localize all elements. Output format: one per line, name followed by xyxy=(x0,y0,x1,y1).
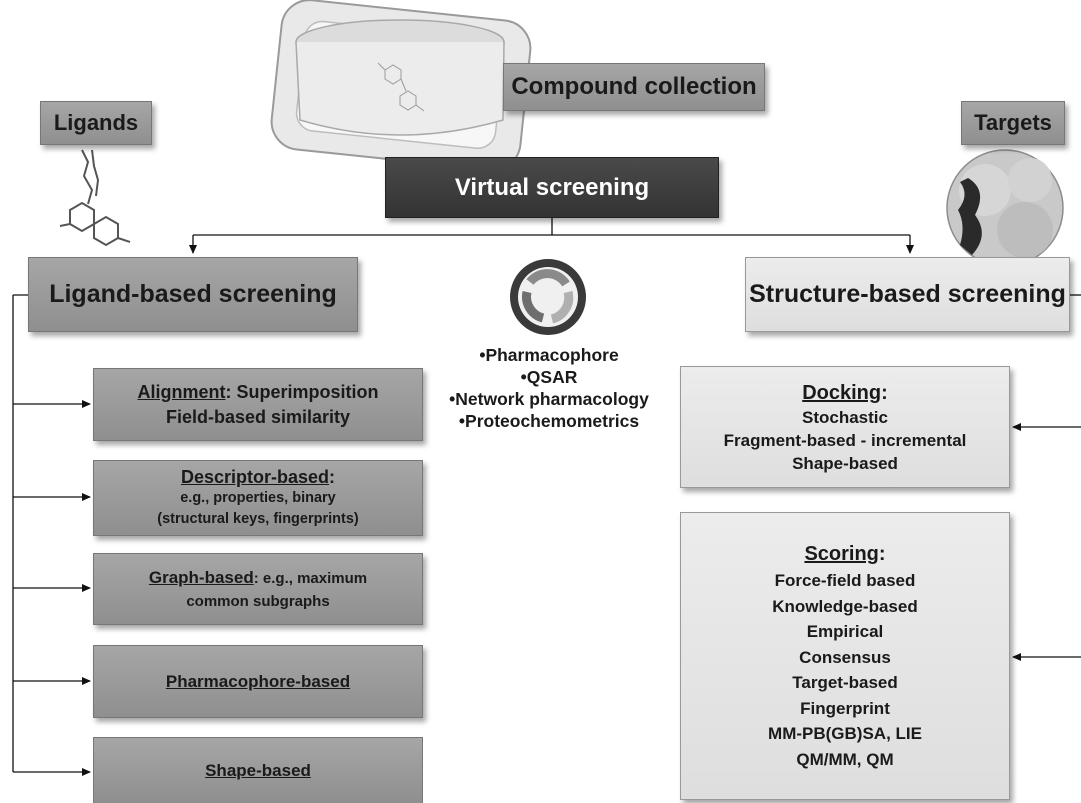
descriptor-title: Descriptor-based xyxy=(180,466,330,487)
alignment-title: Alignment xyxy=(137,381,226,402)
method-item: •Proteochemometrics xyxy=(458,411,640,431)
method-item: •QSAR xyxy=(520,367,578,387)
shape-box: Shape-based xyxy=(93,737,423,803)
ligand-molecule-illustration xyxy=(59,149,131,247)
targets-text: Targets xyxy=(974,110,1052,135)
ligands-label: Ligands xyxy=(40,101,152,145)
ligand-based-screening-text: Ligand-based screening xyxy=(49,280,337,308)
ligands-text: Ligands xyxy=(53,110,139,135)
compound-plate-illustration xyxy=(270,0,532,171)
ligand-based-screening-box: Ligand-based screening xyxy=(28,257,358,332)
alignment-line2: Field-based similarity xyxy=(165,406,351,427)
docking-item: Shape-based xyxy=(792,453,898,473)
scoring-item: MM-PB(GB)SA, LIE xyxy=(768,724,922,743)
alignment-box: Alignment: Superimposition Field-based s… xyxy=(93,368,423,441)
methods-list: •Pharmacophore •QSAR •Network pharmacolo… xyxy=(430,344,668,432)
structure-based-screening-text: Structure-based screening xyxy=(749,280,1066,308)
scoring-item: Target-based xyxy=(792,673,898,692)
method-item: •Pharmacophore xyxy=(479,345,619,365)
virtual-screening-text: Virtual screening xyxy=(454,173,650,201)
compound-collection-label: Compound collection xyxy=(503,63,765,111)
scoring-item: Force-field based xyxy=(774,571,916,590)
method-item: •Network pharmacology xyxy=(449,389,649,409)
scoring-title: Scoring xyxy=(804,543,879,565)
docking-item: Stochastic xyxy=(802,407,888,427)
docking-box: Docking: Stochastic Fragment-based - inc… xyxy=(680,366,1010,488)
pharmacophore-title: Pharmacophore-based xyxy=(165,671,351,691)
compound-collection-text: Compound collection xyxy=(511,73,757,100)
docking-item: Fragment-based - incremental xyxy=(723,430,967,450)
scoring-rest: : xyxy=(878,543,886,565)
scoring-item: Consensus xyxy=(799,647,891,667)
descriptor-box: Descriptor-based: e.g., properties, bina… xyxy=(93,460,423,536)
pharmacophore-box: Pharmacophore-based xyxy=(93,645,423,718)
protein-surface-illustration xyxy=(946,149,1064,267)
docking-rest: : xyxy=(881,381,888,404)
shape-title: Shape-based xyxy=(205,760,311,780)
docking-title: Docking xyxy=(802,381,882,404)
scoring-box: Scoring: Force-field based Knowledge-bas… xyxy=(680,512,1010,800)
scoring-item: Knowledge-based xyxy=(772,596,918,616)
graph-box: Graph-based: e.g., maximum common subgra… xyxy=(93,553,423,625)
structure-based-screening-box: Structure-based screening xyxy=(745,257,1070,332)
scoring-item: Empirical xyxy=(806,622,884,641)
cycle-icon xyxy=(510,259,586,335)
descriptor-line2: e.g., properties, binary xyxy=(180,489,336,506)
scoring-item: Fingerprint xyxy=(800,698,890,718)
graph-rest: : e.g., maximum xyxy=(253,569,368,587)
alignment-rest: : Superimposition xyxy=(225,381,379,402)
targets-label: Targets xyxy=(961,101,1065,145)
descriptor-rest: : xyxy=(329,466,336,487)
graph-line2: common subgraphs xyxy=(186,592,330,610)
descriptor-line3: (structural keys, fingerprints) xyxy=(157,510,359,527)
scoring-item: QM/MM, QM xyxy=(796,749,894,769)
virtual-screening-box: Virtual screening xyxy=(385,157,719,218)
graph-title: Graph-based xyxy=(148,567,254,587)
